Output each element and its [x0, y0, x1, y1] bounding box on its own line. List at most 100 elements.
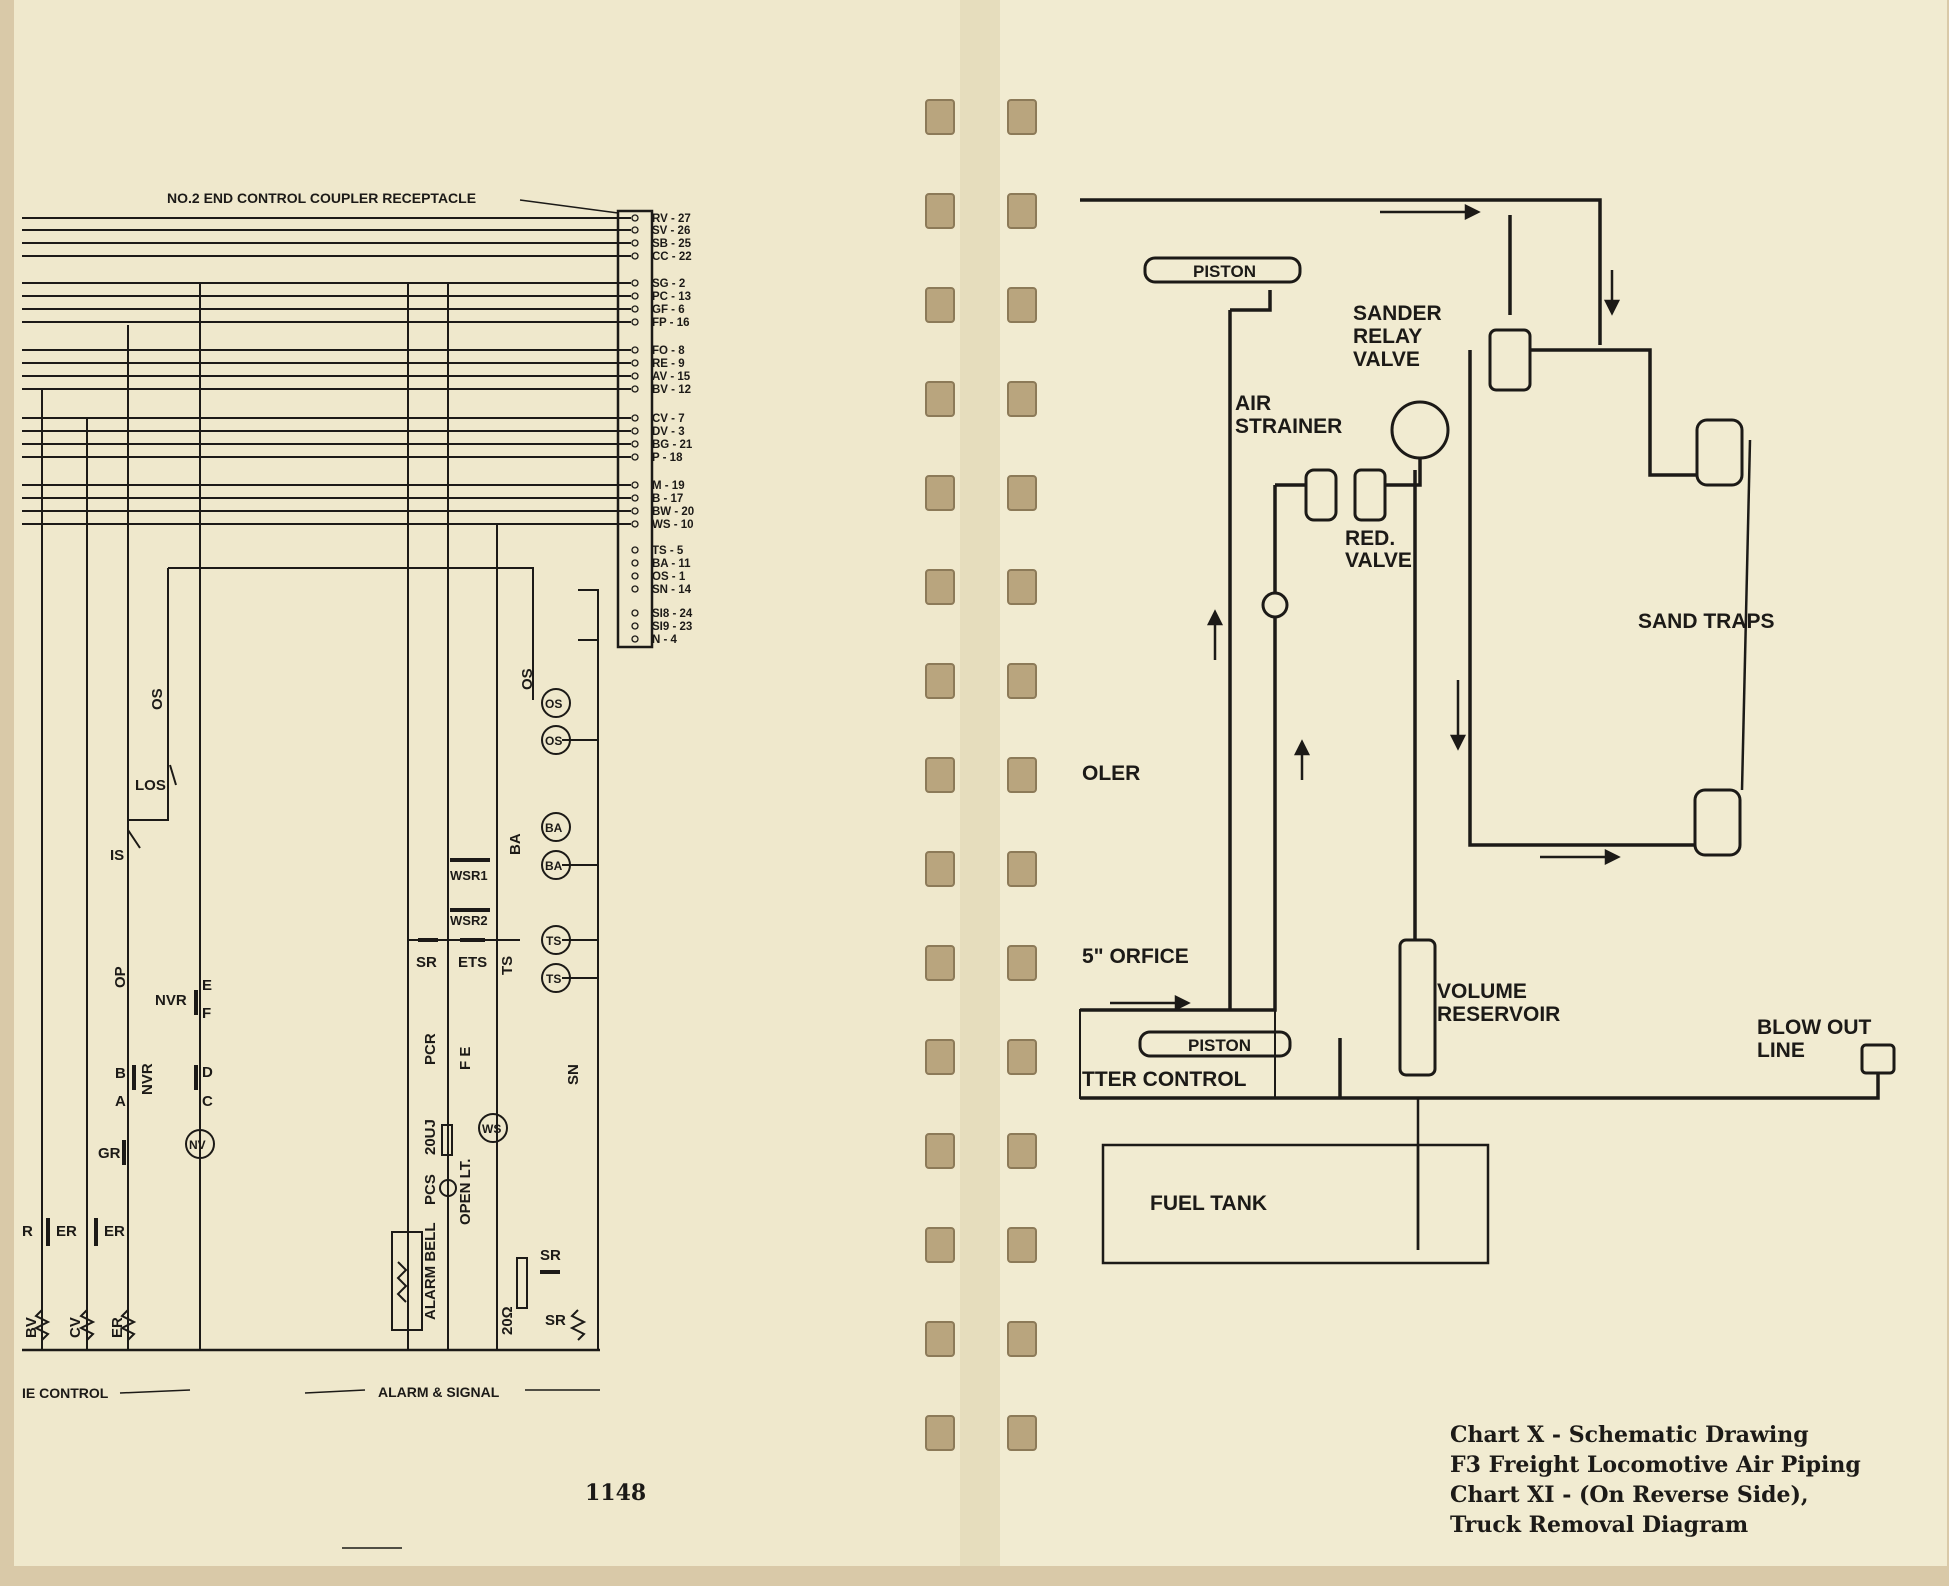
svg-text:LINE: LINE — [1757, 1039, 1805, 1062]
ba-coil-1: BA — [545, 821, 563, 835]
binding-hole — [925, 1321, 955, 1357]
fe-label: F E — [457, 1047, 474, 1070]
terminal-pin — [631, 346, 639, 354]
binding-hole — [925, 193, 955, 229]
binding-hole — [925, 1227, 955, 1263]
binding-hole — [1007, 757, 1037, 793]
er-label-2: ER — [104, 1223, 125, 1240]
terminal-label: SG - 2 — [652, 278, 685, 290]
terminal-label: WS - 10 — [652, 519, 694, 531]
op-label: OP — [112, 966, 129, 988]
terminal-label: BA - 11 — [652, 558, 691, 570]
cv-label: CV — [67, 1317, 84, 1338]
flow-arrows — [1110, 203, 1621, 1012]
os-coil-side-label: OS — [519, 668, 536, 690]
terminal-pin — [631, 226, 639, 234]
terminal-pin — [631, 520, 639, 528]
wiring-diagram — [22, 199, 654, 1549]
binding-hole — [1007, 1039, 1037, 1075]
sn-label: SN — [565, 1064, 582, 1085]
sr-contact-2-label: SR — [540, 1247, 561, 1264]
receptacle-title: NO.2 END CONTROL COUPLER RECEPTACLE — [167, 190, 476, 206]
open-lt-label: OPEN LT. — [457, 1159, 474, 1225]
binding-hole — [925, 851, 955, 887]
nv-coil-label: NV — [189, 1138, 206, 1152]
terminal-pin — [631, 546, 639, 554]
sr-contact-label: SR — [416, 954, 437, 971]
20uj-label: 20UJ — [422, 1119, 439, 1155]
terminal-label: SB - 25 — [652, 238, 692, 250]
wsr2-label: WSR2 — [450, 913, 488, 928]
b-label: B — [115, 1065, 126, 1082]
engine-control-section: IE CONTROL — [22, 1385, 109, 1401]
terminal-pin — [631, 585, 639, 593]
terminal-label: N - 4 — [652, 634, 678, 646]
shutter-control-label: TTER CONTROL — [1082, 1068, 1247, 1091]
alarm-bell-label: ALARM BELL — [422, 1223, 439, 1321]
terminal-pin — [631, 318, 639, 326]
cooler-label: OLER — [1082, 762, 1140, 785]
binding-hole — [925, 1133, 955, 1169]
binding-hole — [1007, 193, 1037, 229]
binding-hole — [1007, 1227, 1037, 1263]
terminal-label: BV - 12 — [652, 384, 691, 396]
left-page — [14, 0, 972, 1566]
terminal-pin — [631, 427, 639, 435]
binding-hole — [1007, 569, 1037, 605]
terminal-label: SI9 - 23 — [652, 621, 692, 633]
terminal-pin — [631, 372, 639, 380]
right-page — [982, 0, 1947, 1566]
terminal-pin — [631, 559, 639, 567]
ba-coil-2: BA — [545, 859, 563, 873]
terminal-label: FO - 8 — [652, 345, 685, 357]
svg-text:STRAINER: STRAINER — [1235, 415, 1342, 438]
ba-side-label: BA — [507, 833, 524, 855]
terminal-pin — [631, 635, 639, 643]
f-label: F — [202, 1005, 211, 1022]
binding-hole — [1007, 663, 1037, 699]
terminal-pin — [631, 292, 639, 300]
bv-label: BV — [23, 1317, 40, 1338]
pcr-label: PCR — [422, 1033, 439, 1065]
binding-hole — [925, 569, 955, 605]
orfice-label: 5" ORFICE — [1082, 945, 1189, 968]
terminal-label: AV - 15 — [652, 371, 691, 383]
binding-hole — [1007, 475, 1037, 511]
binding-hole — [1007, 1415, 1037, 1451]
terminal-pin — [631, 385, 639, 393]
terminal-label: CV - 7 — [652, 413, 685, 425]
terminal-label: PC - 13 — [652, 291, 691, 303]
terminal-pin — [631, 609, 639, 617]
terminal-label: B - 17 — [652, 493, 683, 505]
terminal-label: OS - 1 — [652, 571, 686, 583]
terminal-label: TS - 5 — [652, 545, 684, 557]
er-res-label: ER — [109, 1317, 126, 1338]
terminal-pin — [631, 305, 639, 313]
binding-hole — [925, 475, 955, 511]
os-side-label: OS — [149, 688, 166, 710]
os-coil-1: OS — [545, 697, 562, 711]
terminal-label: RE - 9 — [652, 358, 685, 370]
terminal-pin — [631, 622, 639, 630]
terminal-label: BG - 21 — [652, 439, 693, 451]
terminal-pin — [631, 279, 639, 287]
svg-text:Chart XI - (On Reverse Side),: Chart XI - (On Reverse Side), — [1450, 1482, 1809, 1508]
terminal-label: DV - 3 — [652, 426, 685, 438]
ts-coil-1: TS — [546, 934, 561, 948]
air-strainer-label: AIR STRAINER — [1235, 392, 1342, 438]
svg-text:RESERVOIR: RESERVOIR — [1437, 1003, 1560, 1026]
terminal-label: P - 18 — [652, 452, 683, 464]
terminal-label: M - 19 — [652, 480, 685, 492]
terminal-label: RV - 27 — [652, 213, 691, 225]
binding-hole — [925, 99, 955, 135]
terminal-pin — [631, 440, 639, 448]
binding-hole — [1007, 381, 1037, 417]
binding-hole — [1007, 945, 1037, 981]
terminal-label: FP - 16 — [652, 317, 690, 329]
piston-top-label: PISTON — [1193, 262, 1256, 281]
terminal-label: BW - 20 — [652, 506, 694, 518]
terminal-pin — [631, 572, 639, 580]
binding-hole — [925, 1415, 955, 1451]
chart-caption: Chart X - Schematic Drawing F3 Freight L… — [1450, 1422, 1861, 1538]
